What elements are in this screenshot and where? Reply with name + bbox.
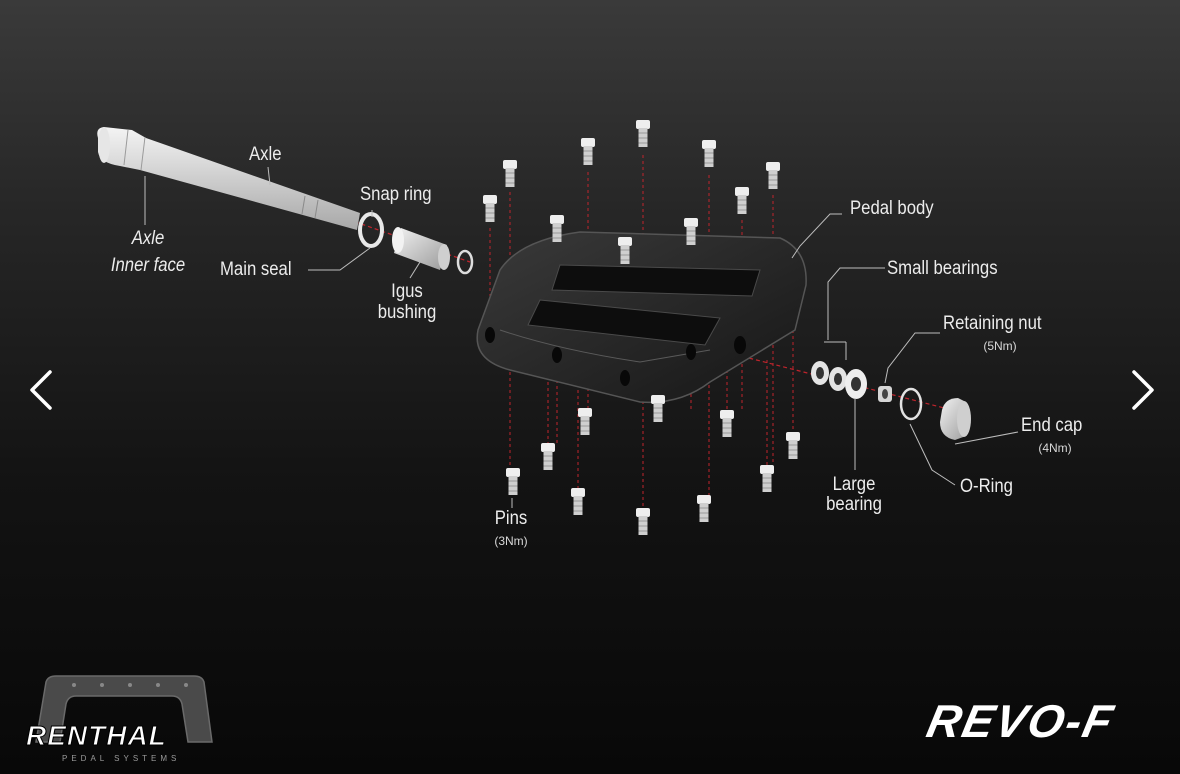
axle-part bbox=[97, 127, 360, 230]
end-cap-part bbox=[940, 398, 971, 440]
label-pins: Pins bbox=[494, 508, 528, 529]
label-pedal-body: Pedal body bbox=[850, 198, 934, 219]
label-axle-inner-face-line2: Inner face bbox=[110, 255, 186, 276]
renthal-wordmark: RENTHAL bbox=[26, 720, 167, 752]
label-large-bearing-line2: bearing bbox=[826, 494, 882, 515]
bottom-pins bbox=[505, 394, 801, 536]
label-snap-ring: Snap ring bbox=[360, 184, 432, 205]
snap-ring-part bbox=[358, 212, 384, 248]
o-ring-part bbox=[899, 387, 923, 421]
label-retaining-nut: Retaining nut bbox=[943, 313, 1042, 334]
label-leader-lines bbox=[144, 166, 1019, 508]
renthal-tagline: PEDAL SYSTEMS bbox=[62, 754, 181, 763]
revo-f-product-logo: REVO-F bbox=[922, 695, 1120, 747]
retaining-nut-part bbox=[878, 386, 892, 402]
label-pins-torque: (3Nm) bbox=[494, 534, 528, 548]
label-end-cap-torque: (4Nm) bbox=[1038, 441, 1072, 455]
next-slide-button[interactable] bbox=[1122, 362, 1162, 418]
label-igus-bushing-line2: bushing bbox=[377, 302, 437, 323]
label-axle-inner-face-line1: Axle bbox=[131, 228, 165, 249]
bearings-part bbox=[811, 361, 867, 399]
label-large-bearing-line1: Large bbox=[832, 474, 876, 495]
renthal-logo: RENTHAL PEDAL SYSTEMS bbox=[22, 674, 222, 766]
label-igus-bushing-line1: Igus bbox=[391, 281, 423, 302]
label-retaining-nut-torque: (5Nm) bbox=[983, 339, 1017, 353]
label-axle: Axle bbox=[249, 144, 282, 165]
chevron-left-icon bbox=[30, 370, 52, 410]
seal-ring-part bbox=[456, 249, 474, 275]
label-o-ring: O-Ring bbox=[960, 476, 1013, 497]
pedal-body-part bbox=[476, 231, 807, 404]
label-small-bearings: Small bearings bbox=[887, 258, 998, 279]
previous-slide-button[interactable] bbox=[22, 362, 62, 418]
label-end-cap: End cap bbox=[1021, 415, 1083, 436]
igus-bushing-part bbox=[392, 227, 450, 270]
renthal-pedal-logo-icon bbox=[35, 675, 213, 743]
chevron-right-icon bbox=[1132, 370, 1154, 410]
label-main-seal: Main seal bbox=[220, 259, 292, 280]
